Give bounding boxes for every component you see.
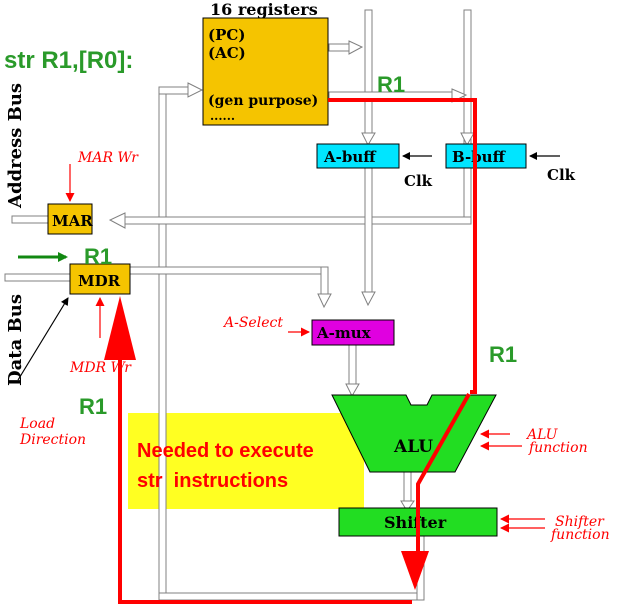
r1-label-mdr: R1 xyxy=(84,244,112,269)
mdr-to-amux-v xyxy=(320,266,329,296)
a-buff-box xyxy=(316,143,400,169)
direction-label: Direction xyxy=(19,432,86,448)
bottom-bus xyxy=(158,592,425,601)
register-file-box xyxy=(202,17,329,126)
data-bus-label: Data Bus xyxy=(5,294,26,386)
clk-label-b: Clk xyxy=(547,166,576,184)
mdr-to-amux-h xyxy=(129,266,329,275)
amux-to-alu xyxy=(348,344,357,386)
note-line-1: Needed to execute xyxy=(137,440,314,462)
mdr-block: MDR xyxy=(69,263,131,295)
note-line-2: str instructions xyxy=(137,470,288,492)
a-buff-label: A-buff xyxy=(323,148,377,166)
reg-to-a-stub xyxy=(328,43,352,52)
address-bus-label: Address Bus xyxy=(5,83,26,209)
mdr-label: MDR xyxy=(78,272,121,290)
alu-label: ALU xyxy=(393,437,433,457)
b-to-mar-bus xyxy=(121,216,472,225)
instruction-title: str R1,[R0]: xyxy=(4,47,133,74)
r1-label-right: R1 xyxy=(489,342,517,367)
a-mux-label: A-mux xyxy=(316,324,372,342)
r1-path-through-alu xyxy=(416,393,471,552)
register-file: 16 registers (PC) (AC) (gen purpose) ...… xyxy=(202,0,329,126)
register-dots: ...... xyxy=(210,109,235,123)
r1-data-path xyxy=(104,98,477,604)
alu-function-label-2: function xyxy=(528,440,588,456)
c-bus-left xyxy=(158,91,167,599)
load-label: Load xyxy=(19,416,55,432)
data-bus-line xyxy=(4,273,72,282)
abuff-to-amux xyxy=(364,167,373,294)
shifter-label: Shifter xyxy=(384,513,447,532)
a-mux-box xyxy=(311,319,395,346)
r1-label-register: R1 xyxy=(377,72,405,97)
c-bus-top xyxy=(158,86,190,95)
mdr-wr-label: MDR Wr xyxy=(69,360,132,376)
r1-path-top xyxy=(328,98,477,394)
bus-arrowheads xyxy=(108,40,475,512)
clock-arrows xyxy=(17,152,560,381)
mdr-box xyxy=(69,263,131,295)
a-select-label: A-Select xyxy=(222,315,283,331)
shifter-function-label-1: Shifter xyxy=(555,514,605,530)
address-bus-line xyxy=(11,215,51,224)
alu-block: ALU xyxy=(331,394,497,473)
mar-box xyxy=(47,203,93,235)
a-buff-block: A-buff xyxy=(316,143,400,169)
register-ac: (AC) xyxy=(208,44,246,62)
b-bus-vertical xyxy=(463,9,472,225)
b-buff-label: B-buff xyxy=(452,148,507,166)
r1-arrowhead-up xyxy=(104,296,136,360)
b-buff-block: B-buff xyxy=(445,143,527,169)
alu-shape xyxy=(331,394,497,473)
a-bus-vertical xyxy=(364,9,373,135)
r1-path-bottom xyxy=(118,360,412,604)
r1-label-left: R1 xyxy=(79,394,107,419)
note-box xyxy=(128,413,364,509)
mar-wr-label: MAR Wr xyxy=(77,150,139,166)
register-file-heading: 16 registers xyxy=(210,0,318,19)
clk-label-a: Clk xyxy=(404,172,433,190)
b-buff-box xyxy=(445,143,527,169)
control-signal-arrows xyxy=(65,164,545,533)
a-mux-block: A-mux xyxy=(311,319,395,346)
alu-to-shifter xyxy=(403,471,412,503)
mar-label: MAR xyxy=(52,212,93,230)
r1-arrowhead-down xyxy=(401,551,429,590)
alu-function-label-1: ALU xyxy=(525,427,559,443)
register-pc: (PC) xyxy=(208,26,245,44)
shifter-function-label-2: function xyxy=(550,527,610,543)
register-gen-purpose: (gen purpose) xyxy=(208,93,318,109)
mar-block: MAR xyxy=(47,203,93,235)
